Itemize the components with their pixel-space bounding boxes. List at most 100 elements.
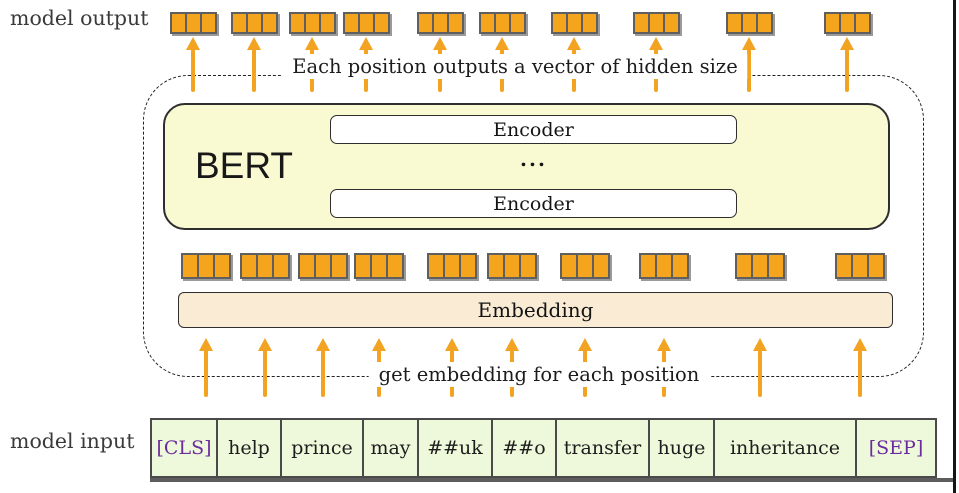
vector-cell xyxy=(372,255,386,277)
embedding-vector xyxy=(298,253,348,279)
vector-cell xyxy=(737,255,751,277)
vector-cell xyxy=(582,14,596,32)
arrow-shaft xyxy=(263,350,267,397)
vector-cell xyxy=(853,255,867,277)
arrow-head xyxy=(495,37,509,50)
vector-cell xyxy=(418,14,432,32)
vector-cell xyxy=(505,255,519,277)
input-token-cell: transfer xyxy=(557,420,650,476)
output-vector xyxy=(230,12,278,34)
input-token-cell: ##uk xyxy=(419,420,493,476)
vector-cell xyxy=(673,255,687,277)
vector-cell xyxy=(634,14,648,32)
vector-cell xyxy=(855,14,869,32)
vector-cell xyxy=(316,255,330,277)
vector-cell xyxy=(825,14,839,32)
vector-cell xyxy=(837,255,851,277)
up-arrow-icon xyxy=(840,37,854,92)
figure-bottom-edge-line xyxy=(150,478,956,482)
up-arrow-icon xyxy=(753,338,767,397)
vector-cell xyxy=(344,14,358,32)
vector-cell xyxy=(247,14,261,32)
embedding-vector xyxy=(835,253,885,279)
arrow-head xyxy=(186,37,200,50)
embedding-vector xyxy=(240,253,290,279)
embedding-vector xyxy=(427,253,477,279)
arrow-head xyxy=(742,37,756,50)
vector-cell xyxy=(869,255,883,277)
vector-cell xyxy=(186,14,200,32)
input-token-cell: [SEP] xyxy=(868,437,924,459)
bert-title: BERT xyxy=(195,145,294,186)
vector-cell xyxy=(769,255,783,277)
arrow-head xyxy=(372,338,386,351)
vector-cell xyxy=(461,255,475,277)
vector-cell xyxy=(664,14,678,32)
input-token-cell: prince xyxy=(282,420,364,476)
figure-right-edge-line xyxy=(953,0,956,493)
vector-cell xyxy=(374,14,388,32)
vector-cell xyxy=(300,255,314,277)
vector-cell xyxy=(753,255,767,277)
vector-cell xyxy=(199,255,213,277)
arrow-shaft xyxy=(321,350,325,397)
vector-cell xyxy=(594,255,608,277)
vector-cell xyxy=(320,14,334,32)
encoder-box-bottom: Encoder xyxy=(330,189,737,218)
vector-cell xyxy=(552,14,566,32)
vector-cell xyxy=(171,14,185,32)
encoder-box-top: Encoder xyxy=(330,115,737,144)
arrow-head xyxy=(578,338,592,351)
input-token-cell: ##o xyxy=(493,420,557,476)
arrow-head xyxy=(199,338,213,351)
arrow-head xyxy=(649,37,663,50)
arrow-shaft xyxy=(858,350,862,397)
output-vector xyxy=(288,12,336,34)
vector-cell xyxy=(727,14,741,32)
vector-cell xyxy=(657,255,671,277)
model-input-label: model input xyxy=(10,429,135,453)
arrow-head xyxy=(567,37,581,50)
vector-cell xyxy=(201,14,215,32)
up-arrow-icon xyxy=(742,37,756,92)
output-vector xyxy=(416,12,464,34)
arrow-head xyxy=(840,37,854,50)
vector-cell xyxy=(510,14,524,32)
embedding-vector xyxy=(487,253,537,279)
embedding-vector xyxy=(560,253,610,279)
output-vector xyxy=(632,12,680,34)
arrow-shaft xyxy=(191,49,195,92)
vector-cell xyxy=(183,255,197,277)
vector-cell xyxy=(521,255,535,277)
arrow-shaft xyxy=(758,350,762,397)
vector-cell xyxy=(356,255,370,277)
up-arrow-icon xyxy=(853,338,867,397)
output-vector xyxy=(169,12,217,34)
embedding-vector xyxy=(354,253,404,279)
vector-cell xyxy=(480,14,494,32)
model-output-label: model output xyxy=(10,6,149,30)
up-arrow-icon xyxy=(258,338,272,397)
vector-cell xyxy=(290,14,304,32)
arrow-head xyxy=(505,338,519,351)
embedding-vector xyxy=(735,253,785,279)
vector-cell xyxy=(495,14,509,32)
up-arrow-icon xyxy=(186,37,200,92)
vector-cell xyxy=(562,255,576,277)
vector-cell xyxy=(578,255,592,277)
output-vector xyxy=(342,12,390,34)
arrow-head xyxy=(316,338,330,351)
vector-cell xyxy=(305,14,319,32)
input-token-cell: [CLS] xyxy=(152,420,218,476)
arrow-shaft xyxy=(845,49,849,92)
vector-cell xyxy=(215,255,229,277)
vector-cell xyxy=(742,14,756,32)
encoder-stack-ellipsis: ... xyxy=(520,147,547,171)
arrow-shaft xyxy=(747,49,751,92)
vector-cell xyxy=(840,14,854,32)
arrow-head xyxy=(305,37,319,50)
up-arrow-icon xyxy=(316,338,330,397)
input-token-cell: may xyxy=(364,420,419,476)
top-caption: Each position outputs a vector of hidden… xyxy=(282,54,748,79)
input-token-cell: inheritance xyxy=(715,420,857,476)
